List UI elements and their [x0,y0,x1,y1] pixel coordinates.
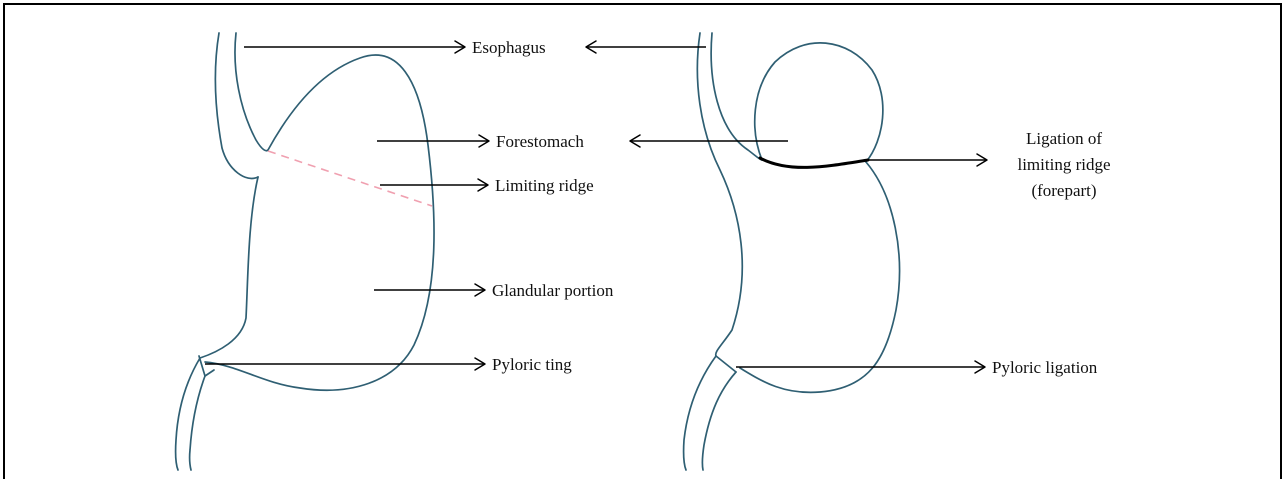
left-duodenum-wall [176,358,200,470]
ligation-label-line2: limiting ridge [1017,155,1110,174]
limiting-ridge-label: Limiting ridge [495,176,594,195]
right-pyloric-ligature [716,356,736,372]
right-duodenum-wall [684,356,716,470]
left-duodenum-wall-inner [190,376,205,470]
right-forestomach-lobe [755,43,883,162]
pyloric-ting-label: Pyloric ting [492,355,572,374]
right-glandular-stomach [740,162,899,392]
arrows [205,41,987,373]
labels: Esophagus Forestomach Limiting ridge Gla… [472,38,1111,377]
left-esophagus-inner-wall [235,33,268,151]
right-esophagus-left-wall [697,33,742,356]
right-stomach [684,33,900,470]
forestomach-label: Forestomach [496,132,584,151]
left-esophagus-outer-wall [215,33,258,178]
pyloric-ligation-label: Pyloric ligation [992,358,1098,377]
glandular-portion-label: Glandular portion [492,281,614,300]
left-stomach [176,33,434,470]
ligation-thread [760,158,868,167]
limiting-ridge-dashed-line [268,151,432,206]
right-duodenum-wall-inner [702,372,736,470]
ligation-label-line1: Ligation of [1026,129,1102,148]
left-greater-curvature [205,55,434,390]
left-pyloric-ring [199,356,214,376]
left-lesser-curvature [200,177,258,358]
ligation-label-line3: (forepart) [1031,181,1096,200]
esophagus-label: Esophagus [472,38,546,57]
